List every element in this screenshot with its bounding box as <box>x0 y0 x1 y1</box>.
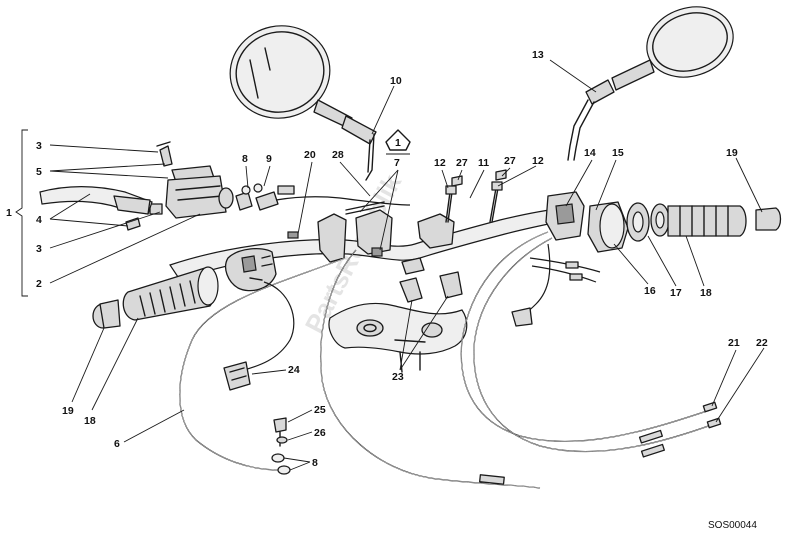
clamp-bolts <box>345 169 507 223</box>
callout-28: 28 <box>332 149 344 161</box>
callout-13: 13 <box>532 49 544 61</box>
callout-labels: 1 3 5 4 3 2 8 9 10 20 28 7 12 27 11 27 1… <box>6 49 768 469</box>
callout-5: 5 <box>36 166 42 178</box>
callout-15: 15 <box>612 147 624 159</box>
callout-21: 21 <box>728 337 740 349</box>
callout-12-left: 12 <box>434 157 446 169</box>
callout-25: 25 <box>314 404 326 416</box>
callout-7: 7 <box>394 157 400 169</box>
callout-9: 9 <box>266 153 272 165</box>
callout-27-left: 27 <box>456 157 468 169</box>
brake-lever <box>39 186 153 215</box>
left-grip-assembly <box>92 266 219 329</box>
callout-27-right: 27 <box>504 155 516 167</box>
callout-8-top: 8 <box>242 153 248 165</box>
diagram-code: SOS00044 <box>708 520 757 531</box>
cables <box>179 231 722 489</box>
handlebar-clamps <box>287 209 463 303</box>
callout-20: 20 <box>304 149 316 161</box>
callout-10: 10 <box>390 75 402 87</box>
callout-2: 2 <box>36 278 42 290</box>
leader-lines <box>15 59 765 471</box>
callout-18-right: 18 <box>700 287 712 299</box>
group-1-callout: 1 <box>385 129 411 155</box>
callout-12-right: 12 <box>532 155 544 167</box>
callout-6: 6 <box>114 438 120 450</box>
callout-3-top: 3 <box>36 140 42 152</box>
callout-23: 23 <box>392 371 404 383</box>
right-grip-assembly <box>626 202 782 242</box>
callout-19-right: 19 <box>726 147 738 159</box>
right-mirror <box>567 6 734 161</box>
left-mirror <box>229 25 377 181</box>
callout-16: 16 <box>644 285 656 297</box>
callout-17: 17 <box>670 287 682 299</box>
throttle-housing <box>545 191 629 253</box>
callout-8-bottom: 8 <box>312 457 318 469</box>
callout-22: 22 <box>756 337 768 349</box>
callout-14: 14 <box>584 147 596 159</box>
left-switch-housing <box>224 247 277 292</box>
callout-24: 24 <box>288 364 300 376</box>
frame-triple-clamp <box>328 302 468 373</box>
callout-3-bottom: 3 <box>36 243 42 255</box>
group-1-label: 1 <box>395 137 401 149</box>
callout-11: 11 <box>478 157 489 169</box>
callout-26: 26 <box>314 427 326 439</box>
brake-master-cylinder <box>125 141 234 231</box>
brake-hose <box>235 183 411 211</box>
callout-4: 4 <box>36 214 42 226</box>
callout-1: 1 <box>6 207 12 219</box>
callout-18-left: 18 <box>84 415 96 427</box>
callout-19-left: 19 <box>62 405 74 417</box>
